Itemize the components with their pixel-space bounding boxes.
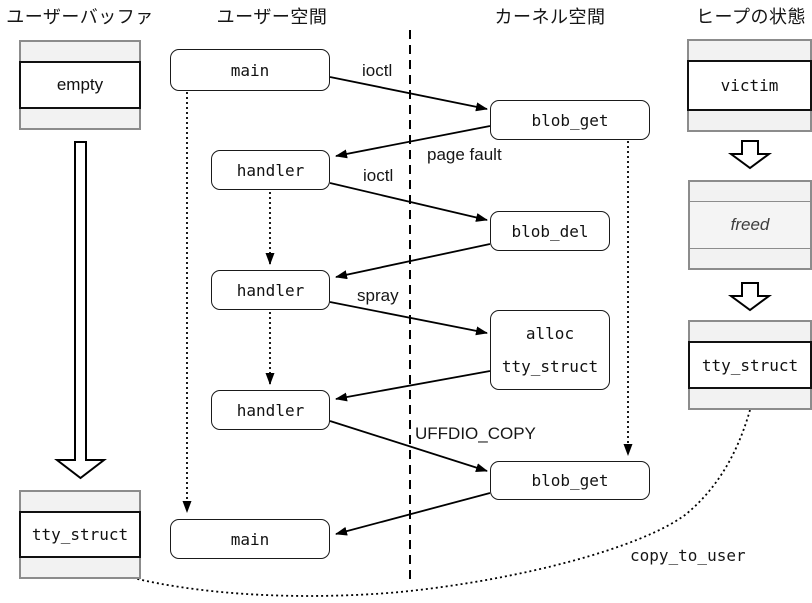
user-buffer-tty-struct-label: tty_struct — [19, 511, 141, 558]
mem-stripe — [690, 389, 810, 408]
edge-label-page-fault: page fault — [427, 145, 502, 164]
node-blob-get-1: blob_get — [490, 100, 650, 140]
user-buffer-tty-struct-box: tty_struct — [19, 490, 141, 579]
user-buffer-empty-box: empty — [19, 40, 141, 130]
mem-stripe — [690, 322, 810, 341]
column-header-user-buffer: ユーザーバッファ — [6, 7, 154, 27]
edge-label-spray: spray — [357, 286, 399, 305]
arrow-handler-uffdio-copy-to-blob-get — [329, 420, 488, 472]
node-handler-1: handler — [211, 150, 330, 190]
arrow-handler-spray-to-alloc — [329, 301, 488, 336]
edge-label-uffdio-copy: UFFDIO_COPY — [415, 424, 536, 443]
column-header-heap-state: ヒープの状態 — [696, 7, 806, 27]
hollow-arrow-freed-to-tty — [727, 282, 773, 312]
node-main-top: main — [170, 49, 330, 91]
node-alloc-tty-struct: alloc tty_struct — [490, 310, 610, 390]
hollow-arrow-victim-to-freed — [727, 140, 773, 170]
edge-label-ioctl-1: ioctl — [362, 61, 393, 80]
arrow-blob-get-to-handler-page-fault — [335, 125, 491, 159]
mem-stripe — [21, 558, 139, 577]
node-handler-2: handler — [211, 270, 330, 310]
tty-struct-label: tty_struct — [501, 356, 599, 376]
arrow-blob-get-to-main — [335, 492, 491, 536]
heap-victim-box: victim — [687, 39, 812, 132]
mem-stripe — [689, 41, 810, 60]
heap-freed-box: freed — [688, 180, 812, 270]
heap-freed-label: freed — [690, 201, 810, 249]
arrow-alloc-to-handler — [335, 370, 491, 402]
column-header-kernel-space: カーネル空間 — [494, 7, 606, 27]
mem-stripe — [690, 182, 810, 201]
node-main-bottom: main — [170, 519, 330, 559]
arrow-handler-to-blob-del — [329, 182, 488, 222]
mem-stripe — [690, 249, 810, 268]
mem-stripe — [21, 42, 139, 61]
alloc-label: alloc — [525, 324, 575, 344]
user-buffer-empty-label: empty — [19, 61, 141, 109]
hollow-arrow-user-buffer — [54, 141, 107, 480]
mem-stripe — [689, 111, 810, 130]
node-blob-del: blob_del — [490, 211, 610, 251]
edge-label-ioctl-2: ioctl — [363, 166, 394, 185]
arrow-blob-del-to-handler — [335, 243, 491, 280]
mem-stripe — [21, 492, 139, 511]
heap-victim-label: victim — [687, 60, 812, 111]
arrow-main-to-blob-get — [329, 76, 488, 112]
heap-tty-struct-label: tty_struct — [688, 341, 812, 389]
node-blob-get-2: blob_get — [490, 461, 650, 500]
node-handler-3: handler — [211, 390, 330, 430]
edge-label-copy-to-user: copy_to_user — [630, 546, 746, 565]
dotted-copy-to-user-curve — [87, 409, 751, 597]
heap-tty-struct-box: tty_struct — [688, 320, 812, 410]
column-header-user-space: ユーザー空間 — [216, 7, 328, 27]
mem-stripe — [21, 109, 139, 128]
